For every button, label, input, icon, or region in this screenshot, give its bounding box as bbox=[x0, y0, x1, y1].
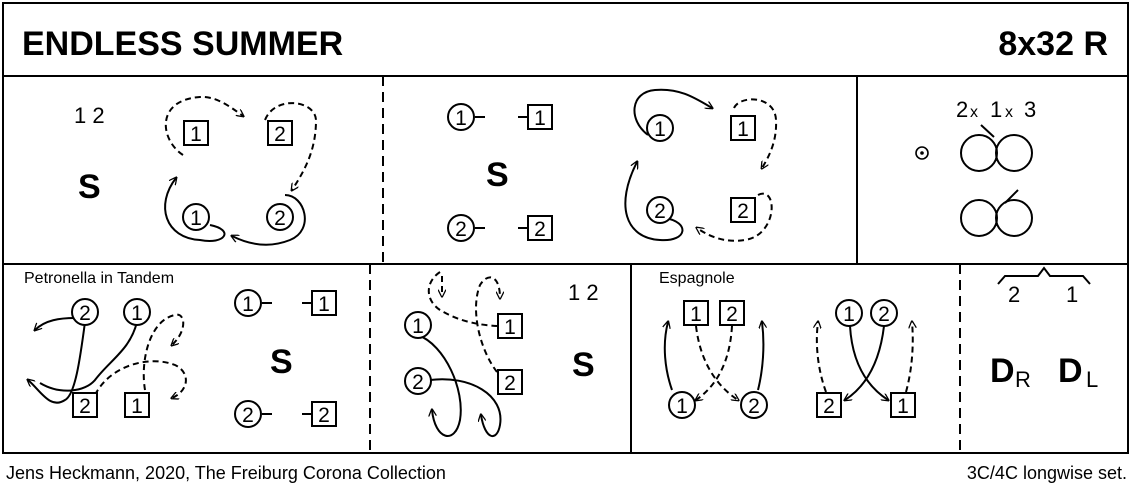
figure-label: Espagnole bbox=[659, 270, 735, 287]
dancer-woman-1: 1 bbox=[737, 118, 749, 141]
path-arrow bbox=[142, 313, 185, 391]
path-arrow bbox=[427, 271, 498, 327]
dancer-woman-1: 1 bbox=[897, 395, 909, 418]
path-arrow bbox=[849, 325, 888, 400]
chord-times: x bbox=[1005, 104, 1013, 121]
dancer-man-1: 1 bbox=[455, 107, 467, 130]
count-label: 1 2 bbox=[74, 103, 105, 128]
dancer-woman-2: 2 bbox=[823, 395, 835, 418]
path-arrow bbox=[697, 192, 773, 242]
panel-6: Espagnole 1 2 1 2 1 2 2 1 bbox=[659, 270, 915, 419]
path-arrow bbox=[28, 321, 86, 404]
path-arrow bbox=[475, 276, 500, 373]
panel-1: 1 2 S 1 2 1 2 bbox=[74, 95, 318, 246]
position-icon bbox=[920, 151, 924, 155]
path-arrow bbox=[665, 322, 673, 391]
dancer-woman-1: 1 bbox=[190, 123, 202, 146]
panel-2: S 1 1 2 2 1 1 2 2 bbox=[447, 88, 778, 242]
dancer-man-1: 1 bbox=[131, 302, 143, 325]
dancer-woman-1: 1 bbox=[534, 107, 546, 130]
chord-times: x bbox=[970, 104, 978, 121]
path-arrow bbox=[417, 334, 462, 437]
path-arrow bbox=[39, 321, 138, 392]
dancer-woman-2: 2 bbox=[504, 372, 516, 395]
path-arrow bbox=[845, 325, 885, 400]
partner-circle bbox=[960, 134, 998, 172]
bow-tick bbox=[980, 124, 995, 138]
order-left: 2 bbox=[1008, 282, 1020, 307]
partner-circle bbox=[995, 134, 1033, 172]
dancer-woman-2: 2 bbox=[534, 218, 546, 241]
figure-label: Petronella in Tandem bbox=[24, 270, 174, 287]
chord-first: 2 bbox=[956, 97, 968, 122]
dancer-man-1: 1 bbox=[412, 315, 424, 338]
path-arrow bbox=[817, 322, 827, 393]
turn-d: D bbox=[1058, 352, 1083, 390]
position-icon bbox=[915, 146, 929, 160]
set-description: 3C/4C longwise set. bbox=[966, 463, 1127, 483]
partner-circle bbox=[995, 199, 1033, 237]
curtsey-tick bbox=[1004, 189, 1019, 204]
path-arrow bbox=[94, 360, 187, 398]
count-label: 1 2 bbox=[568, 280, 599, 305]
dance-title: ENDLESS SUMMER bbox=[22, 25, 343, 63]
path-arrow bbox=[35, 317, 76, 330]
path-arrow bbox=[264, 102, 318, 190]
dancer-woman-2: 2 bbox=[274, 123, 286, 146]
setting-symbol: S bbox=[572, 346, 595, 384]
dancer-man-1: 1 bbox=[654, 118, 666, 141]
dancer-man-2: 2 bbox=[412, 371, 424, 394]
order-right: 1 bbox=[1066, 282, 1078, 307]
path-arrow bbox=[164, 178, 226, 242]
turn-d: D bbox=[990, 352, 1015, 390]
path-arrow bbox=[232, 194, 306, 246]
turn-l: L bbox=[1086, 367, 1098, 392]
path-arrow bbox=[164, 95, 243, 156]
dance-diagram: ENDLESS SUMMER 8x32 R 1 2 S 1 2 1 2 S 1 … bbox=[2, 2, 1129, 454]
path-arrow bbox=[757, 322, 763, 391]
dancer-man-2: 2 bbox=[242, 404, 254, 427]
dancer-woman-1: 1 bbox=[690, 303, 702, 326]
credit-line: Jens Heckmann, 2020, The Freiburg Corona… bbox=[6, 463, 446, 483]
turn-r: R bbox=[1015, 367, 1031, 392]
path-arrow bbox=[905, 322, 913, 393]
path-arrow bbox=[429, 378, 502, 437]
dancer-man-1: 1 bbox=[190, 207, 202, 230]
dancer-woman-1: 1 bbox=[131, 395, 143, 418]
setting-symbol: S bbox=[78, 168, 101, 206]
dance-format: 8x32 R bbox=[998, 25, 1108, 63]
dancer-man-2: 2 bbox=[654, 200, 666, 223]
dancer-woman-2: 2 bbox=[737, 200, 749, 223]
setting-symbol: S bbox=[486, 156, 509, 194]
bracket bbox=[997, 266, 1091, 285]
setting-symbol: S bbox=[270, 343, 293, 381]
dancer-woman-1: 1 bbox=[318, 293, 330, 316]
path-arrow bbox=[624, 162, 684, 242]
outer-frame bbox=[2, 2, 1129, 454]
path-arrow bbox=[733, 98, 778, 168]
chord-second: 1 bbox=[990, 97, 1002, 122]
dancer-man-2: 2 bbox=[878, 303, 890, 326]
dancer-man-2: 2 bbox=[748, 395, 760, 418]
dancer-woman-2: 2 bbox=[79, 395, 91, 418]
panel-3: 2 x 1 x 3 bbox=[915, 97, 1036, 237]
dancer-man-2: 2 bbox=[79, 302, 91, 325]
dancer-man-1: 1 bbox=[676, 395, 688, 418]
dancer-woman-2: 2 bbox=[726, 303, 738, 326]
dancer-man-2: 2 bbox=[455, 218, 467, 241]
chord-third: 3 bbox=[1024, 97, 1036, 122]
partner-circle bbox=[960, 199, 998, 237]
dancer-man-1: 1 bbox=[242, 293, 254, 316]
panel-7: 2 1 D R D L bbox=[990, 266, 1098, 392]
dancer-woman-1: 1 bbox=[504, 316, 516, 339]
path-arrow bbox=[633, 88, 712, 136]
panel-5: 1 2 S 1 2 1 2 bbox=[404, 271, 599, 437]
dancer-man-2: 2 bbox=[274, 207, 286, 230]
path-arrow bbox=[696, 325, 733, 400]
dancer-man-1: 1 bbox=[843, 303, 855, 326]
panel-4: Petronella in Tandem 2 1 2 1 1 1 S 2 2 bbox=[24, 270, 337, 428]
dancer-woman-2: 2 bbox=[318, 404, 330, 427]
